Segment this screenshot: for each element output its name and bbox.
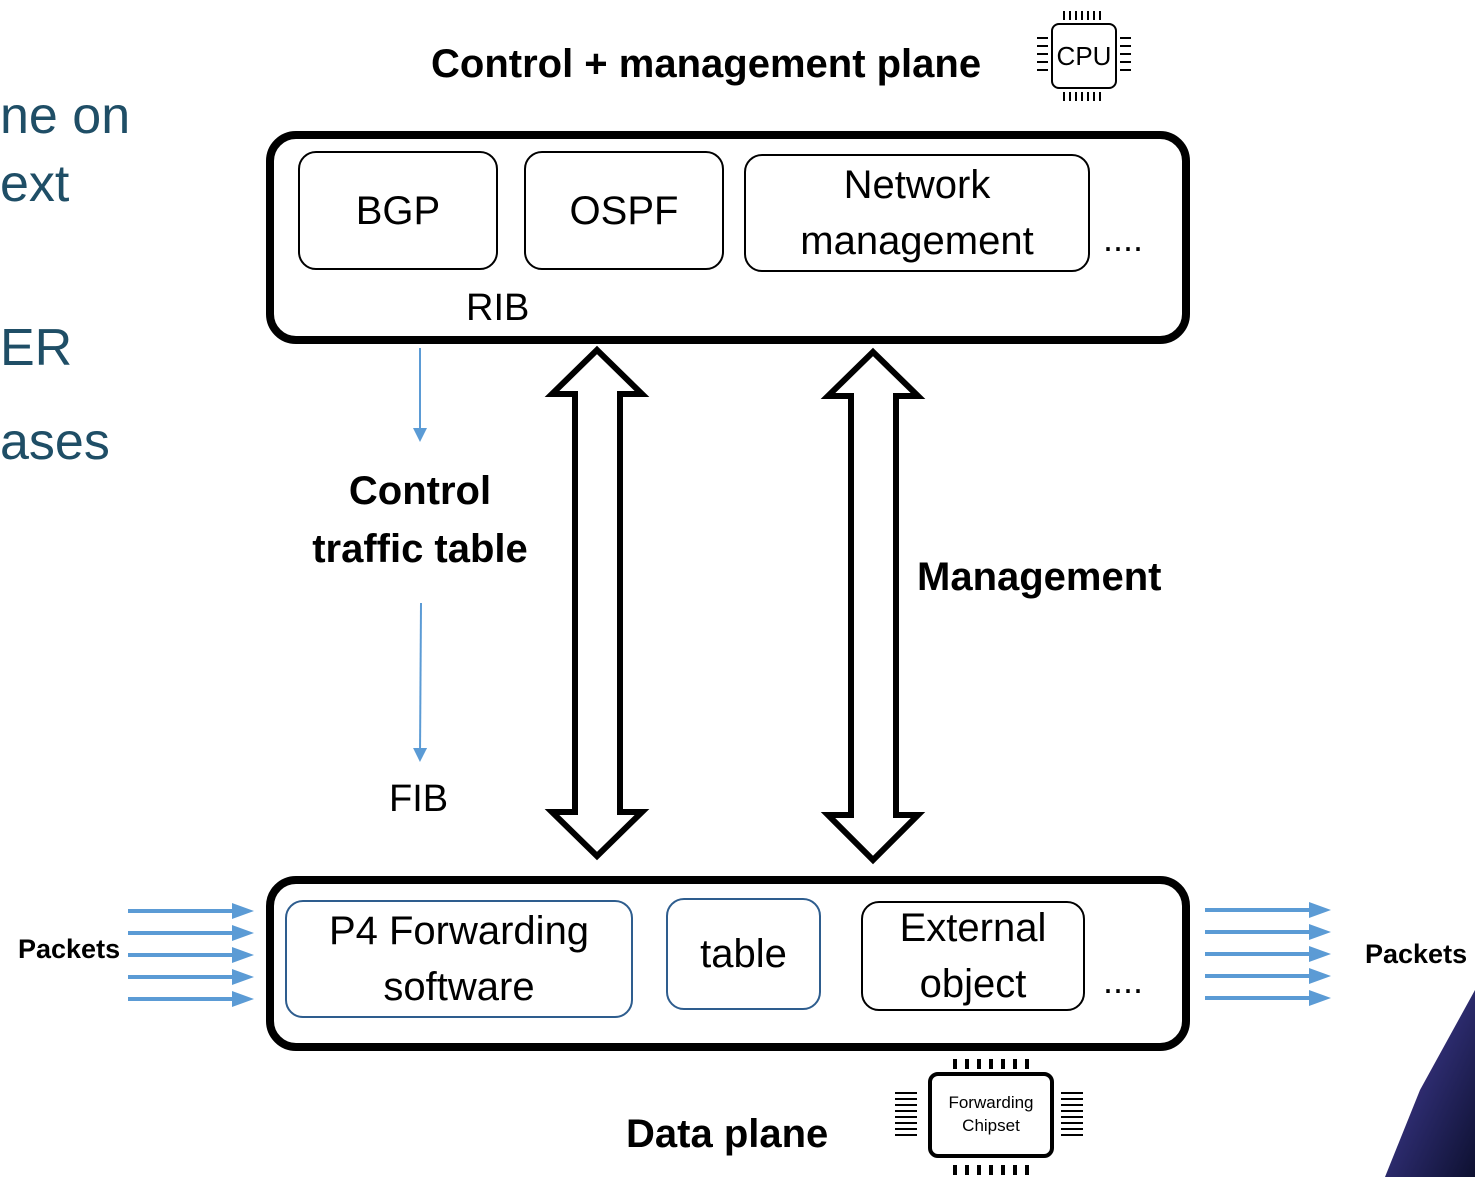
module-bgp: BGP (298, 151, 498, 270)
control-plane-ellipsis: .... (1103, 218, 1144, 259)
bg-text-fragment-4: ases (0, 413, 110, 471)
data-plane-ellipsis: .... (1103, 960, 1144, 1001)
packets-in-arrowheads (232, 903, 254, 1007)
rib-label: RIB (466, 287, 530, 329)
module-p4-forwarding-software: P4 Forwarding software (285, 900, 633, 1018)
forwarding-chipset-label: Forwarding Chipset (928, 1072, 1054, 1158)
packets-out-label: Packets (1365, 939, 1468, 969)
control-traffic-table-label: Control traffic table (312, 469, 528, 571)
fib-label: FIB (389, 778, 449, 820)
data-plane-title: Data plane (626, 1112, 829, 1156)
module-ospf: OSPF (524, 151, 724, 270)
module-external-object: External object (861, 901, 1085, 1011)
table-to-fib-arrow (413, 602, 428, 762)
control-double-arrow (544, 345, 650, 861)
control-plane-title: Control + management plane (431, 42, 982, 86)
bg-text-fragment-1: ne on (0, 87, 131, 145)
forwarding-chipset-icon: Forwarding Chipset (893, 1057, 1085, 1177)
management-double-arrow (820, 347, 926, 865)
cpu-chip-label: CPU (1051, 23, 1117, 89)
module-table: table (666, 898, 821, 1010)
packets-out-arrowheads (1309, 902, 1331, 1006)
bg-text-fragment-3: ER (0, 319, 73, 377)
management-label: Management (917, 555, 1162, 599)
cpu-chip-icon: CPU (1034, 8, 1134, 104)
module-network-management: Network management (744, 154, 1090, 272)
bg-text-fragment-2: ext (0, 155, 70, 213)
packets-in-label: Packets (18, 934, 121, 964)
